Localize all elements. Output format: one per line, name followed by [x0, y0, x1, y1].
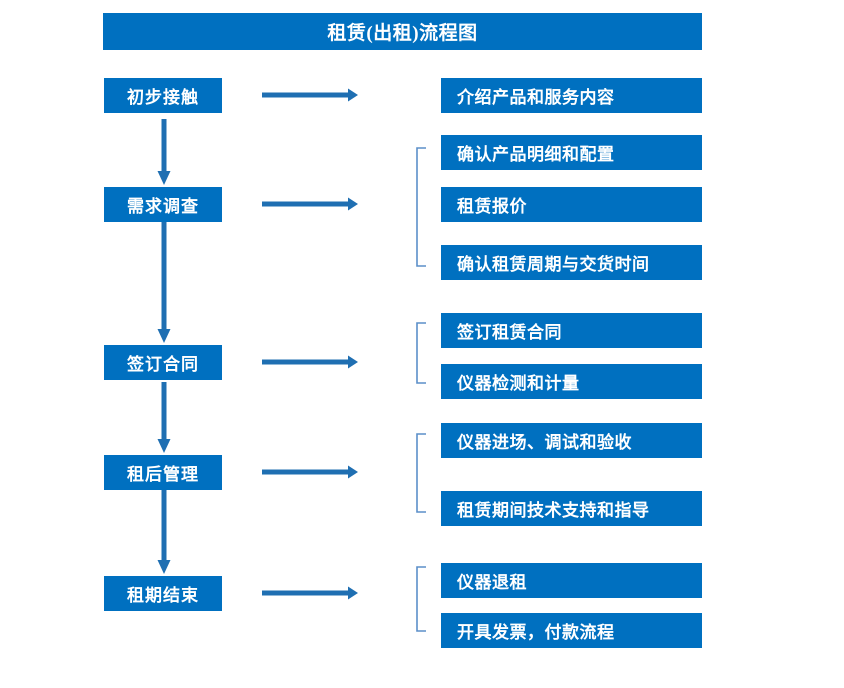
stage-box-3[interactable]: 签订合同	[104, 345, 222, 380]
stage-box-4[interactable]: 租后管理	[104, 455, 222, 490]
detail-box-3[interactable]: 租赁报价	[441, 187, 702, 222]
down-arrow-icon	[157, 222, 171, 343]
detail-box-8[interactable]: 租赁期间技术支持和指导	[441, 491, 702, 526]
down-arrow-1	[156, 119, 172, 187]
bracket-icon	[416, 322, 426, 384]
right-arrow-icon	[262, 197, 358, 211]
group-bracket-4	[415, 433, 427, 513]
detail-box-10[interactable]: 开具发票，付款流程	[441, 613, 702, 648]
detail-box-4[interactable]: 确认租赁周期与交货时间	[441, 245, 702, 280]
down-arrow-3	[156, 382, 172, 455]
right-arrow-5	[262, 585, 359, 601]
down-arrow-4	[156, 490, 172, 576]
detail-box-7[interactable]: 仪器进场、调试和验收	[441, 423, 702, 458]
right-arrow-4	[262, 464, 359, 480]
bracket-icon	[416, 566, 426, 632]
detail-box-9[interactable]: 仪器退租	[441, 563, 702, 598]
detail-box-2[interactable]: 确认产品明细和配置	[441, 135, 702, 170]
group-bracket-3	[415, 322, 427, 384]
down-arrow-icon	[157, 119, 171, 185]
right-arrow-icon	[262, 88, 358, 102]
right-arrow-3	[262, 354, 359, 370]
right-arrow-icon	[262, 465, 358, 479]
stage-box-2[interactable]: 需求调查	[104, 187, 222, 222]
right-arrow-icon	[262, 355, 358, 369]
bracket-icon	[416, 147, 426, 267]
right-arrow-2	[262, 196, 359, 212]
down-arrow-2	[156, 222, 172, 345]
detail-box-5[interactable]: 签订租赁合同	[441, 313, 702, 348]
detail-box-1[interactable]: 介绍产品和服务内容	[441, 78, 702, 113]
bracket-icon	[416, 433, 426, 513]
down-arrow-icon	[157, 382, 171, 453]
stage-box-1[interactable]: 初步接触	[104, 78, 222, 113]
stage-box-5[interactable]: 租期结束	[104, 576, 222, 611]
right-arrow-icon	[262, 586, 358, 600]
right-arrow-1	[262, 87, 359, 103]
group-bracket-5	[415, 566, 427, 632]
diagram-title: 租赁(出租)流程图	[103, 13, 702, 50]
detail-box-6[interactable]: 仪器检测和计量	[441, 364, 702, 399]
down-arrow-icon	[157, 490, 171, 574]
group-bracket-2	[415, 147, 427, 267]
